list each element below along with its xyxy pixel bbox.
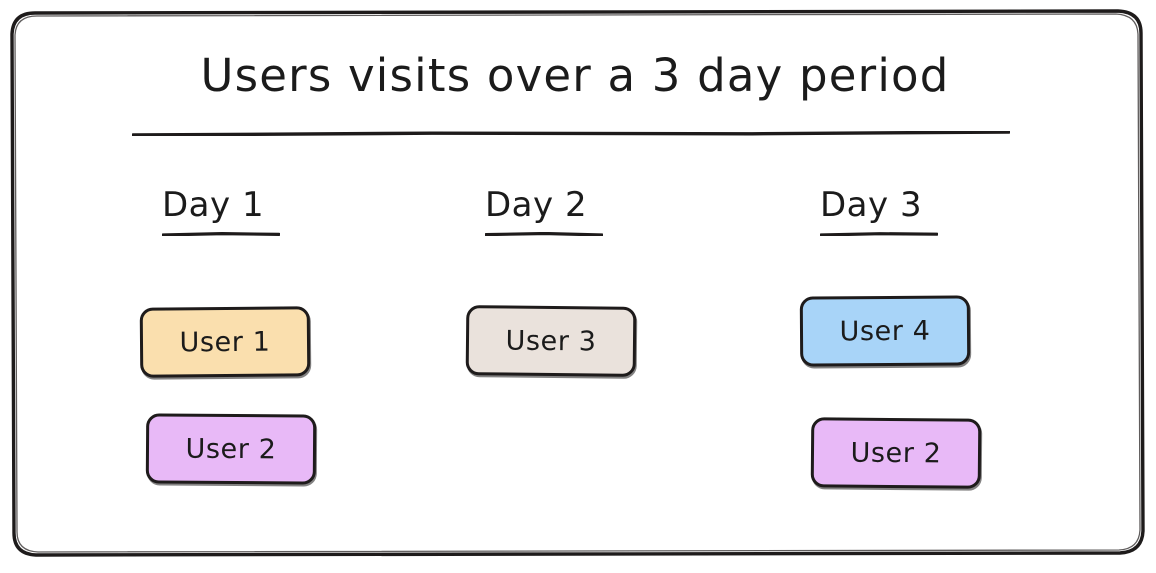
day-2-header: Day 2	[455, 185, 785, 247]
user-card-day3-user4[interactable]: User 4	[799, 295, 971, 367]
day-3-header: Day 3	[790, 185, 1120, 247]
user-card-label: User 4	[839, 315, 931, 347]
diagram-title: Users visits over a 3 day period	[130, 49, 1020, 102]
column-day-2: Day 2	[455, 185, 785, 247]
day-3-label: Day 3	[820, 185, 923, 225]
user-card-label: User 1	[179, 326, 271, 358]
user-card-day3-user2[interactable]: User 2	[810, 417, 982, 489]
day-3-underline	[820, 232, 938, 236]
day-2-underline	[485, 232, 603, 236]
column-day-3: Day 3	[790, 185, 1120, 247]
user-card-label: User 2	[185, 433, 277, 465]
title-underline	[132, 131, 1010, 136]
column-day-1: Day 1	[132, 185, 462, 247]
user-card-label: User 2	[850, 437, 942, 469]
user-card-day1-user1[interactable]: User 1	[139, 306, 311, 378]
day-2-label: Day 2	[485, 185, 588, 225]
day-1-label: Day 1	[162, 185, 265, 225]
user-card-label: User 3	[505, 325, 597, 357]
user-card-day1-user2[interactable]: User 2	[145, 413, 317, 485]
title-text: Users visits over a 3 day period	[200, 49, 950, 102]
day-1-underline	[162, 232, 280, 236]
user-card-day2-user3[interactable]: User 3	[465, 305, 637, 377]
day-1-header: Day 1	[132, 185, 462, 247]
